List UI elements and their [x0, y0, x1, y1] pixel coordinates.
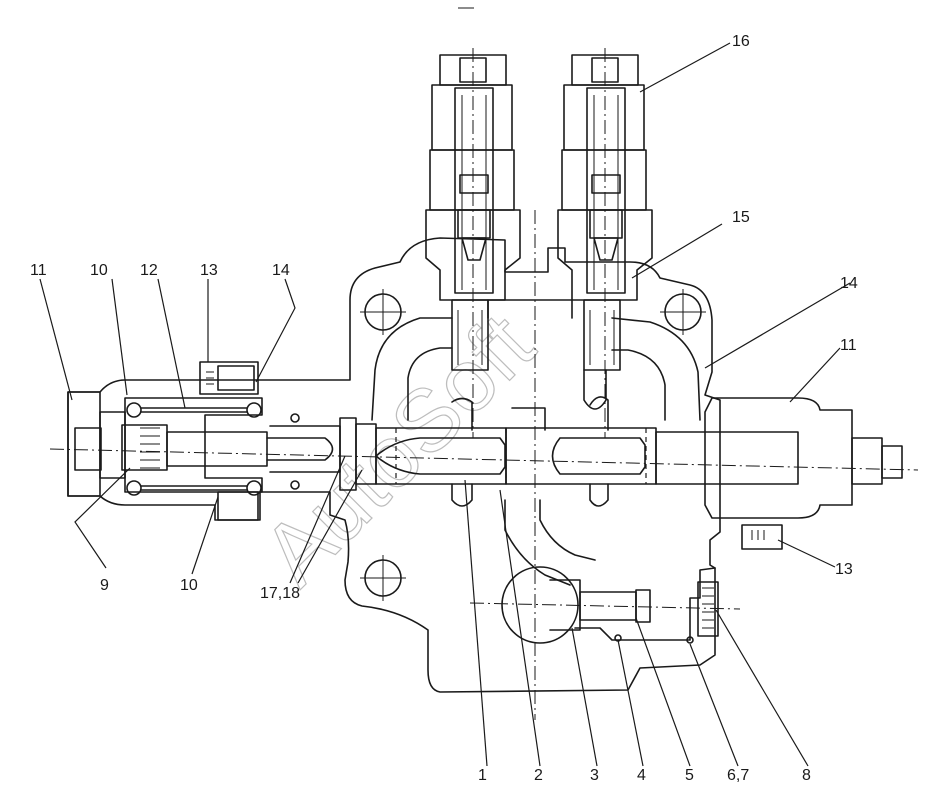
lower-relief-valve: [501, 566, 719, 644]
spring-assembly: [126, 402, 262, 496]
pilot-port-drop: [583, 369, 607, 410]
left-end-cap: [67, 391, 263, 497]
upper-passage-right: [611, 317, 701, 421]
callout-5: 5: [685, 767, 694, 784]
leader-lines: [39, 42, 851, 767]
callout-13-left: 13: [200, 262, 218, 279]
callout-13-right: 13: [835, 561, 853, 578]
callout-10-lower: 10: [180, 577, 198, 594]
spool-land-ports: [451, 396, 609, 507]
mounting-hole-upper-left: [360, 289, 406, 335]
callout-1: 1: [478, 767, 487, 784]
callout-11-right: 11: [840, 337, 857, 354]
callout-9: 9: [100, 577, 109, 594]
valve-body-outline: [67, 237, 721, 693]
lower-passage-inner: [539, 499, 596, 561]
callout-14-right: 14: [840, 275, 858, 292]
mounting-hole-upper-right: [660, 289, 706, 335]
callout-6-7: 6,7: [727, 767, 749, 784]
callout-17-18: 17,18: [260, 585, 300, 602]
solenoid-connector-left: [199, 361, 259, 521]
mounting-hole-lower-left: [360, 555, 406, 601]
callout-4: 4: [637, 767, 646, 784]
upper-passage-inner-left: [407, 347, 453, 421]
pilot-cartridge-left: [425, 48, 521, 438]
pilot-cartridge-right: [557, 48, 653, 438]
relief-centerline: [469, 602, 741, 610]
callout-15: 15: [732, 209, 750, 226]
lower-passage: [504, 499, 571, 586]
spring-retainer-bolt: [121, 424, 334, 471]
o-ring-left: [290, 413, 300, 490]
right-end-cap: [655, 397, 903, 519]
callout-12: 12: [140, 262, 158, 279]
upper-passage-inner-right: [611, 349, 666, 421]
callout-8: 8: [802, 767, 811, 784]
callout-2: 2: [534, 767, 543, 784]
callout-11-left: 11: [30, 262, 47, 279]
callout-14-left: 14: [272, 262, 290, 279]
upper-passage-left: [371, 317, 453, 421]
solenoid-connector-right: [741, 524, 783, 550]
callout-3: 3: [590, 767, 599, 784]
spool-centerline: [49, 448, 919, 471]
callout-10-upper: 10: [90, 262, 108, 279]
callout-16: 16: [732, 33, 750, 50]
